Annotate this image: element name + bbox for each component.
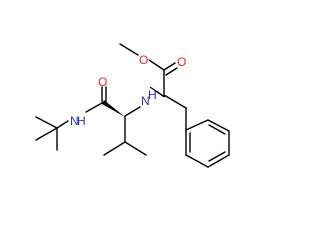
amide-hydrogen-label: H <box>77 114 86 128</box>
amide-oxygen-label: O <box>98 75 107 89</box>
bond-O-carbonyl <box>148 59 165 71</box>
bond-alphaC-CH2 <box>163 94 187 109</box>
amine-hydrogen-label: H <box>148 88 157 102</box>
bond-isopropyl-methyl-2 <box>124 141 147 156</box>
ester-oxygen-label: O <box>139 53 148 67</box>
bond-carbonyl-amideN <box>85 102 103 113</box>
hashed-wedge-alphaC-N <box>149 86 166 98</box>
bond-ester-CO-1 <box>163 62 176 71</box>
bond-amideN-tBuC <box>56 120 69 129</box>
bond-N-valineC <box>124 106 141 117</box>
amide-nitrogen-label: N <box>70 114 79 128</box>
bond-methyl-O <box>119 43 139 56</box>
wedge-valineC-carbonyl <box>102 100 125 117</box>
ester-carbonyl-oxygen-label: O <box>177 55 186 69</box>
bond-isopropyl-methyl-1 <box>103 141 126 156</box>
molecule-structure: O O N H O N H <box>35 43 230 168</box>
benzene-ring <box>185 119 230 168</box>
bond-tBu-methyl-3 <box>35 127 58 141</box>
bond-tBu-methyl-1 <box>35 116 58 129</box>
bond-ester-CO-2 <box>165 67 178 76</box>
amine-nitrogen-label: N <box>141 94 150 108</box>
